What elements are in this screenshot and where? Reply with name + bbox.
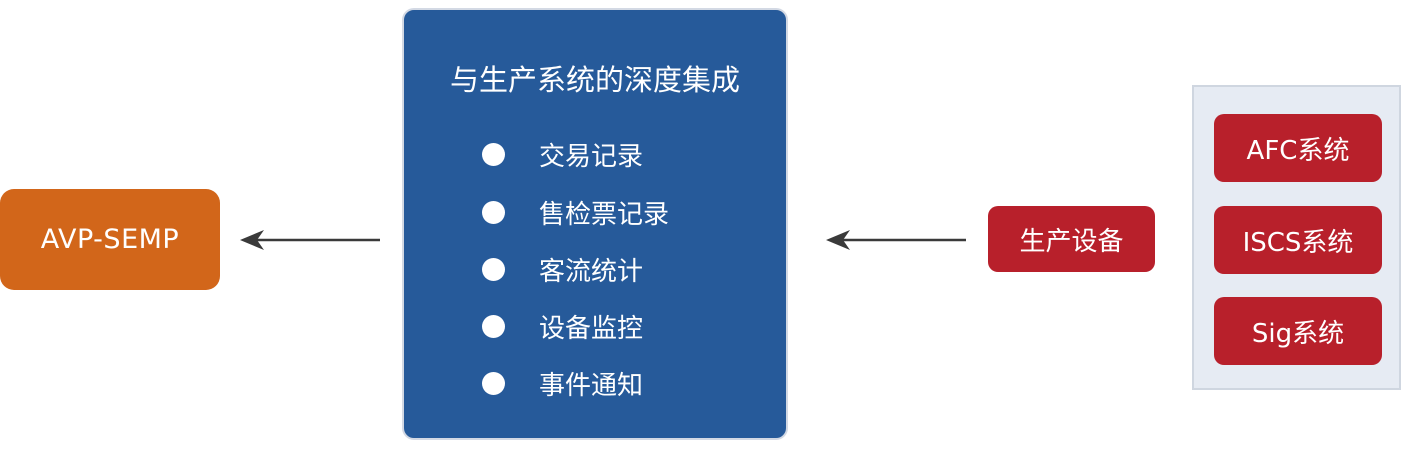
- production-equipment-label: 生产设备: [1019, 226, 1124, 257]
- feature-item-transactions: 交易记录: [482, 137, 644, 172]
- feature-label: 事件通知: [539, 370, 644, 401]
- arrow-integration-to-avp: [240, 230, 380, 250]
- bullet-dot-icon: [482, 371, 505, 395]
- afc-system-node: AFC系统: [1214, 114, 1382, 182]
- feature-label: 客流统计: [539, 256, 644, 287]
- arrow-equipment-to-integration: [826, 230, 966, 250]
- integration-title: 与生产系统的深度集成: [449, 63, 740, 97]
- feature-label: 售检票记录: [539, 199, 670, 230]
- sig-system-node: Sig系统: [1214, 297, 1382, 365]
- bullet-dot-icon: [482, 200, 505, 224]
- feature-item-equipment-monitoring: 设备监控: [482, 309, 644, 344]
- sig-system-label: Sig系统: [1251, 318, 1345, 349]
- production-equipment-node: 生产设备: [988, 206, 1155, 272]
- bullet-dot-icon: [482, 314, 505, 338]
- feature-label: 交易记录: [539, 141, 644, 172]
- iscs-system-label: ISCS系统: [1242, 227, 1354, 258]
- afc-system-label: AFC系统: [1246, 135, 1350, 166]
- integration-panel: 与生产系统的深度集成 交易记录 售检票记录 客流统计 设备监控 事件通知: [402, 8, 788, 440]
- feature-item-passenger-flow: 客流统计: [482, 252, 644, 287]
- iscs-system-node: ISCS系统: [1214, 206, 1382, 274]
- feature-item-event-notification: 事件通知: [482, 366, 644, 401]
- avp-semp-node: AVP-SEMP: [0, 189, 220, 290]
- systems-group: AFC系统 ISCS系统 Sig系统: [1192, 85, 1401, 390]
- feature-list: 交易记录 售检票记录 客流统计 设备监控 事件通知: [404, 10, 786, 438]
- feature-label: 设备监控: [539, 313, 644, 344]
- bullet-dot-icon: [482, 257, 505, 281]
- avp-semp-label: AVP-SEMP: [40, 224, 180, 255]
- feature-item-ticketing: 售检票记录: [482, 195, 670, 230]
- bullet-dot-icon: [482, 142, 505, 166]
